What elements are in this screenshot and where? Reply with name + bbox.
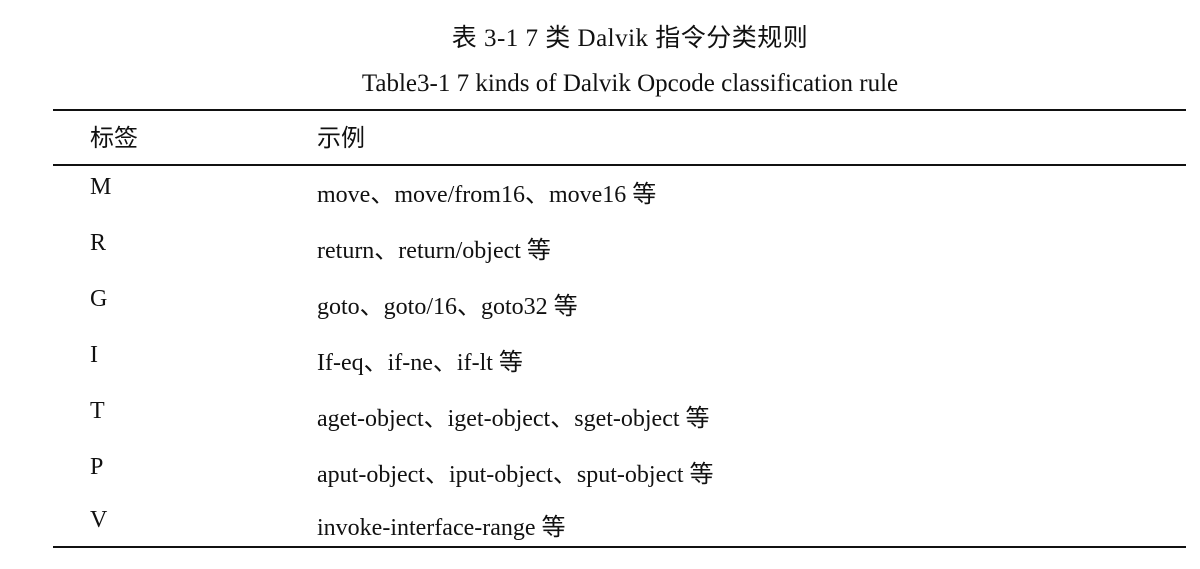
row-label: T bbox=[90, 398, 105, 424]
table-row: R return、return/object 等 bbox=[0, 230, 1200, 270]
row-example: invoke-interface-range 等 bbox=[317, 515, 566, 541]
row-label: R bbox=[90, 230, 107, 256]
table-row: V invoke-interface-range 等 bbox=[0, 507, 1200, 547]
table-caption-english: Table3-1 7 kinds of Dalvik Opcode classi… bbox=[361, 70, 899, 97]
row-example: goto、goto/16、goto32 等 bbox=[317, 294, 578, 320]
row-example: If-eq、if-ne、if-lt 等 bbox=[317, 350, 523, 376]
table-header-row: 标签 示例 bbox=[0, 118, 1200, 158]
table-bottom-rule bbox=[53, 546, 1186, 548]
header-label: 标签 bbox=[90, 126, 138, 152]
table-top-rule bbox=[53, 109, 1186, 111]
table-row: T aget-object、iget-object、sget-object 等 bbox=[0, 398, 1200, 438]
table-caption-chinese: 表 3-1 7 类 Dalvik 指令分类规则 bbox=[451, 25, 809, 52]
row-example: aget-object、iget-object、sget-object 等 bbox=[317, 406, 710, 432]
row-example: return、return/object 等 bbox=[317, 238, 551, 264]
table-header-rule bbox=[53, 164, 1186, 166]
row-label: M bbox=[90, 174, 112, 200]
table-row: I If-eq、if-ne、if-lt 等 bbox=[0, 342, 1200, 382]
header-example: 示例 bbox=[317, 126, 365, 152]
table-row: P aput-object、iput-object、sput-object 等 bbox=[0, 454, 1200, 494]
row-example: aput-object、iput-object、sput-object 等 bbox=[317, 462, 714, 488]
table-row: M move、move/from16、move16 等 bbox=[0, 174, 1200, 214]
row-label: P bbox=[90, 454, 104, 480]
row-label: G bbox=[90, 286, 108, 312]
row-label: V bbox=[90, 507, 108, 533]
row-example: move、move/from16、move16 等 bbox=[317, 182, 657, 208]
table-row: G goto、goto/16、goto32 等 bbox=[0, 286, 1200, 326]
row-label: I bbox=[90, 342, 98, 368]
